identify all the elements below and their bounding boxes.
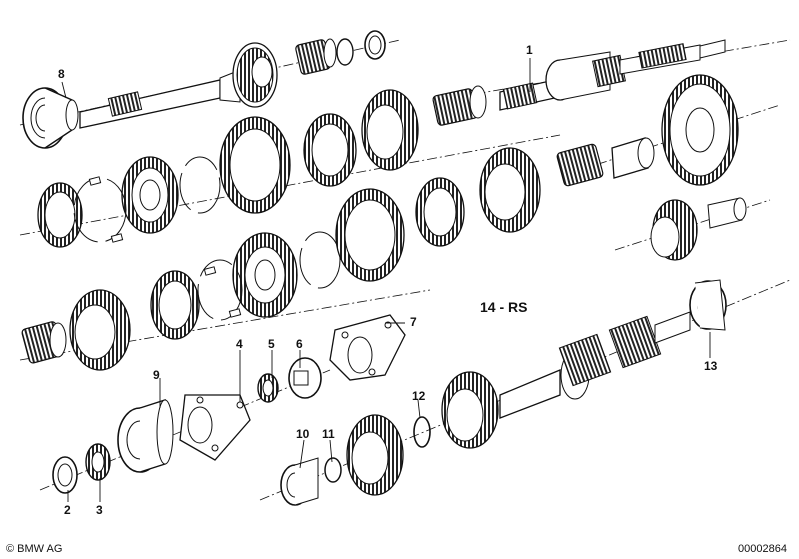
bushing-row2 xyxy=(611,137,655,179)
part-label-10: 10 xyxy=(296,427,310,441)
needle-bearing-row2 xyxy=(556,143,604,187)
shift-keys xyxy=(88,176,242,318)
leader-lines xyxy=(61,58,711,502)
flange-7 xyxy=(329,314,406,381)
bearing-13 xyxy=(689,279,727,331)
synchro-ring-row2-right xyxy=(415,177,465,247)
synchro-hub-left xyxy=(121,156,179,234)
part-label-4: 4 xyxy=(236,337,243,351)
part-label-3: 3 xyxy=(96,503,103,517)
gear-right-large xyxy=(661,74,739,186)
part-label-9: 9 xyxy=(153,368,160,382)
part-label-5: 5 xyxy=(268,337,275,351)
nut-3 xyxy=(85,443,111,481)
small-gear-right xyxy=(650,197,747,261)
ring-2 xyxy=(52,456,78,494)
part-label-1: 1 xyxy=(526,43,533,57)
synchro-ring-row3 xyxy=(150,270,200,340)
part-label-8: 8 xyxy=(58,67,65,81)
copyright-text: © BMW AG xyxy=(6,543,63,555)
needle-bearing-right-top xyxy=(432,85,487,126)
model-label: 14 - RS xyxy=(480,299,528,315)
part-label-12: 12 xyxy=(412,389,426,403)
needle-bearing-top xyxy=(295,38,337,75)
circlip-12 xyxy=(413,416,431,448)
part-label-13: 13 xyxy=(704,359,718,373)
gear-row2-right xyxy=(479,147,541,233)
needle-bearing-left-row3 xyxy=(21,321,67,364)
ring-5 xyxy=(257,373,279,403)
image-number: 00002864 xyxy=(738,543,787,555)
synchro-hub-row3 xyxy=(232,232,298,318)
rings-top xyxy=(336,30,386,66)
part-label-7: 7 xyxy=(410,315,417,329)
synchro-ring-top xyxy=(303,113,357,187)
flange-4 xyxy=(179,394,251,461)
bearing-10 xyxy=(280,457,319,506)
main-shaft-1 xyxy=(499,39,726,111)
seal-6 xyxy=(288,357,322,399)
synchro-ring-left xyxy=(37,182,83,248)
part-label-2: 2 xyxy=(64,503,71,517)
bearing-8 xyxy=(22,87,79,149)
gear-row4-middle xyxy=(346,414,404,496)
part-label-6: 6 xyxy=(296,337,303,351)
sliding-sleeve-row3 xyxy=(335,188,405,282)
gear-top-middle xyxy=(361,89,419,171)
springs-left xyxy=(73,156,221,243)
input-shaft xyxy=(79,42,278,129)
gear-row3-left xyxy=(69,289,131,371)
springs-row3 xyxy=(197,231,341,321)
gear-row4-right xyxy=(441,371,499,449)
sliding-sleeve-top xyxy=(219,116,291,214)
countershaft xyxy=(499,311,691,419)
ring-11 xyxy=(324,457,342,483)
part-label-11: 11 xyxy=(322,427,335,441)
bearing-9 xyxy=(117,399,174,473)
